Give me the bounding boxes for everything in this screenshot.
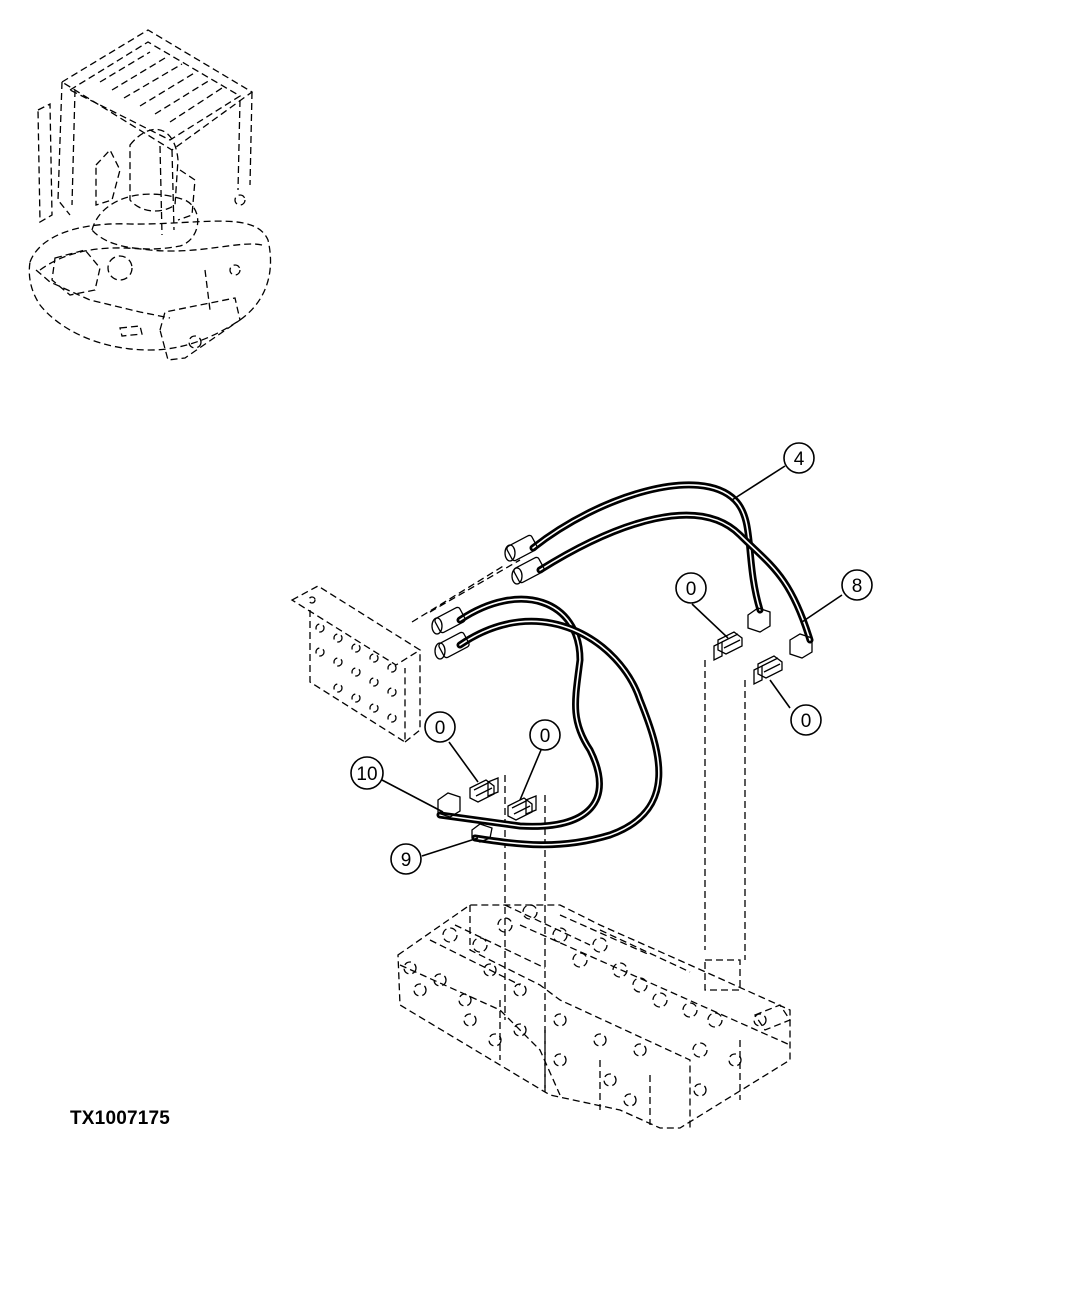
adapter-fitting xyxy=(507,795,537,821)
callout-label: 0 xyxy=(435,718,446,739)
callout-fitting-top-right: 0 xyxy=(675,572,707,604)
hose-assemblies xyxy=(436,481,814,849)
callout-label: 10 xyxy=(356,764,377,785)
figure-id: TX1007175 xyxy=(70,1108,171,1129)
adapter-fittings xyxy=(469,631,783,821)
callout-label: 0 xyxy=(801,711,812,732)
hose-end-fittings xyxy=(431,534,813,843)
callout-label: 0 xyxy=(686,579,697,600)
control-valve xyxy=(397,904,791,1129)
mounting-bracket xyxy=(290,585,422,744)
callout-label: 0 xyxy=(540,726,551,747)
callout-label: 9 xyxy=(401,850,412,871)
callout-hose-10: 10 xyxy=(350,756,384,790)
adapter-fitting xyxy=(713,631,743,662)
callout-hose-9: 9 xyxy=(390,843,422,875)
callout-fitting-right: 0 xyxy=(790,704,822,736)
callout-label: 4 xyxy=(794,449,805,470)
locator-machine-view xyxy=(28,29,272,361)
callout-hose-4: 4 xyxy=(783,442,815,474)
callout-label: 8 xyxy=(852,576,863,597)
callout-fitting-left-b: 0 xyxy=(529,719,561,751)
callout-leaders xyxy=(381,465,843,857)
adapter-fitting xyxy=(469,777,499,803)
callout-hose-8: 8 xyxy=(841,569,873,601)
adapter-fitting xyxy=(753,655,783,686)
callout-fitting-left-a: 0 xyxy=(424,711,456,743)
